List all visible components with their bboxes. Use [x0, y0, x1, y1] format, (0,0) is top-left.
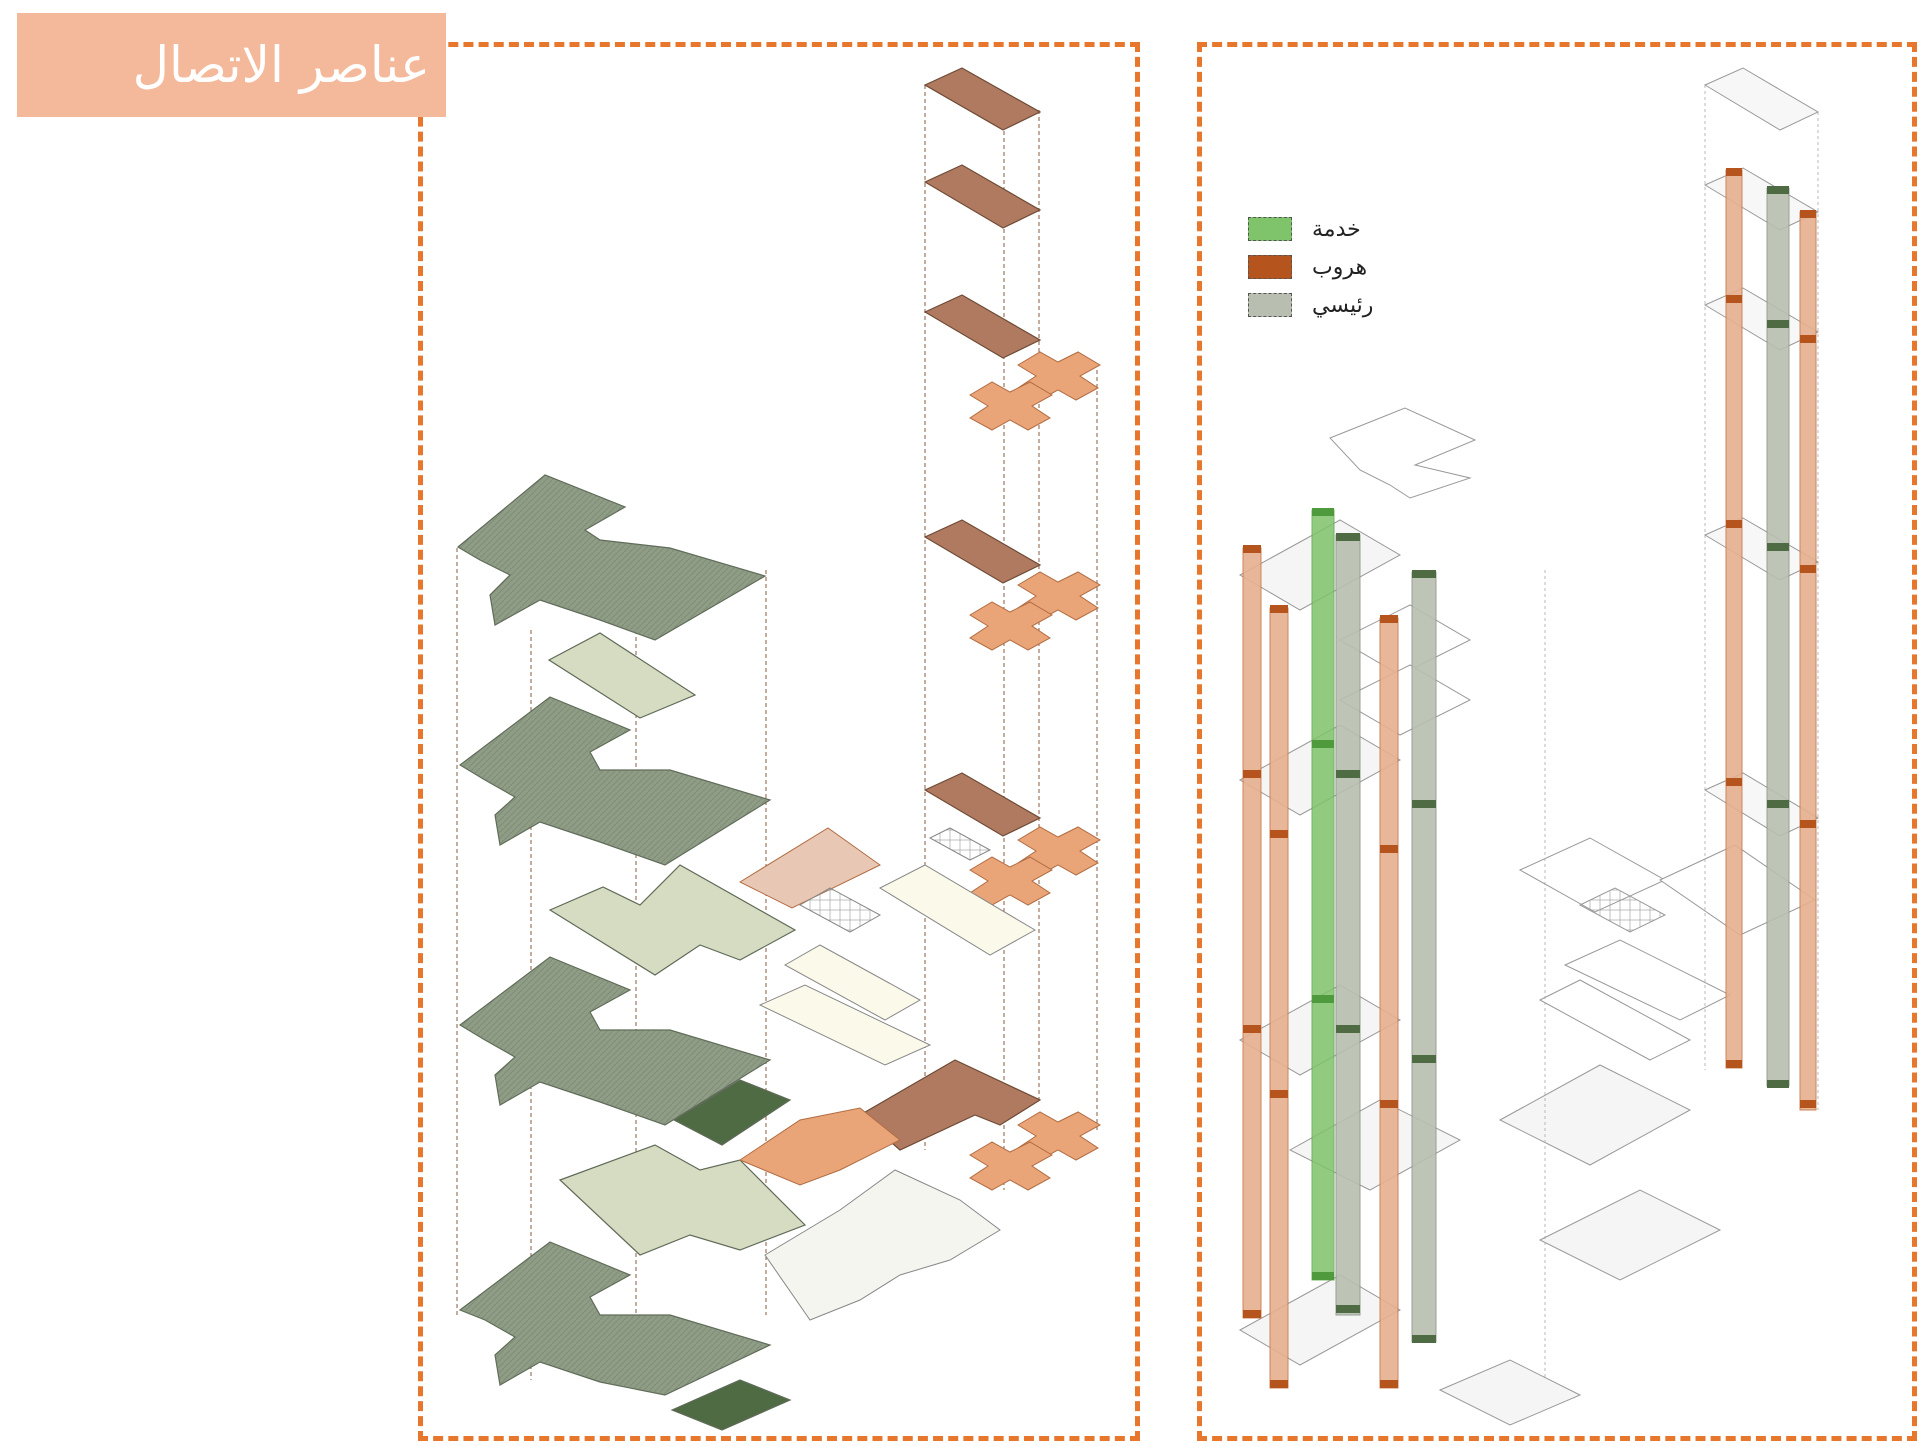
outline-floor-d: [1238, 1274, 1402, 1366]
legend: خدمة هروب رئيسي: [1248, 210, 1373, 324]
escape-core-3: [1379, 617, 1399, 1389]
light-green-floor-1: [547, 632, 697, 719]
main-core-2: [1411, 571, 1437, 1343]
peach-cross-2b: [969, 601, 1054, 651]
cream-floor-1: [878, 864, 1037, 956]
legend-item-escape: هروب: [1248, 248, 1373, 286]
outline-slab-top: [1703, 67, 1820, 131]
escape-core-1: [1242, 547, 1262, 1319]
outline-base-2: [1498, 1064, 1692, 1166]
legend-label-escape: هروب: [1312, 254, 1368, 280]
brown-slab-4: [923, 519, 1042, 584]
outline-mid-4: [1538, 979, 1692, 1061]
cream-floor-2: [783, 944, 922, 1021]
escape-cores: [1242, 169, 1817, 1389]
white-floor-lower: [764, 1169, 1001, 1321]
peach-floor-lower: [738, 1107, 901, 1186]
service-core-shaft: [1311, 509, 1335, 1281]
legend-item-main: رئيسي: [1248, 286, 1373, 324]
right-diagram-frame: [1197, 42, 1917, 1441]
left-diagram-frame: [418, 42, 1140, 1441]
main-core-caps: [1336, 186, 1789, 1343]
brown-slab-5: [923, 772, 1042, 837]
legend-label-main: رئيسي: [1312, 292, 1374, 318]
legend-label-service: خدمة: [1312, 216, 1361, 242]
peach-cross-1b: [969, 381, 1054, 431]
dark-green-pad-2: [670, 1379, 792, 1431]
left-floor-texture: [458, 475, 770, 1395]
left-cream-floors: [758, 827, 1037, 1321]
peach-floor-mid: [738, 827, 881, 909]
left-brown-slabs: [858, 67, 1042, 1151]
escape-core-4: [1725, 169, 1743, 1069]
legend-item-service: خدمة: [1248, 210, 1373, 248]
brown-slab-2: [923, 164, 1042, 229]
brown-slab-1: [923, 67, 1042, 131]
escape-core-2: [1269, 607, 1289, 1389]
light-green-floor-3: [558, 1144, 807, 1256]
service-swatch: [1248, 217, 1292, 241]
service-core: [1311, 508, 1335, 1281]
escape-core-caps: [1243, 168, 1816, 1388]
escape-core-5: [1799, 211, 1817, 1111]
dark-green-pad-1b: [672, 1079, 792, 1146]
cream-floor-3: [758, 984, 932, 1066]
main-swatch: [1248, 293, 1292, 317]
right-guide-lines: [1544, 85, 1819, 1380]
left-peach-floors: [738, 351, 1102, 1191]
main-core-1: [1335, 534, 1361, 1316]
escape-swatch: [1248, 255, 1292, 279]
brown-wing-lower: [858, 1059, 1042, 1151]
grid-pad-2: [928, 827, 992, 861]
light-green-floor-2: [548, 864, 797, 976]
grid-pad-right: [1578, 887, 1667, 933]
grid-pad-1: [798, 887, 882, 933]
peach-cross-3b: [969, 856, 1054, 906]
peach-cross-4b: [969, 1141, 1054, 1191]
title-banner: عناصر الاتصال: [17, 13, 446, 117]
brown-slab-3: [923, 294, 1042, 359]
outline-base-3: [1538, 1189, 1722, 1281]
outline-base-4: [1438, 1359, 1582, 1426]
page-title: عناصر الاتصال: [132, 36, 430, 94]
outline-roof-left: [1329, 407, 1477, 499]
